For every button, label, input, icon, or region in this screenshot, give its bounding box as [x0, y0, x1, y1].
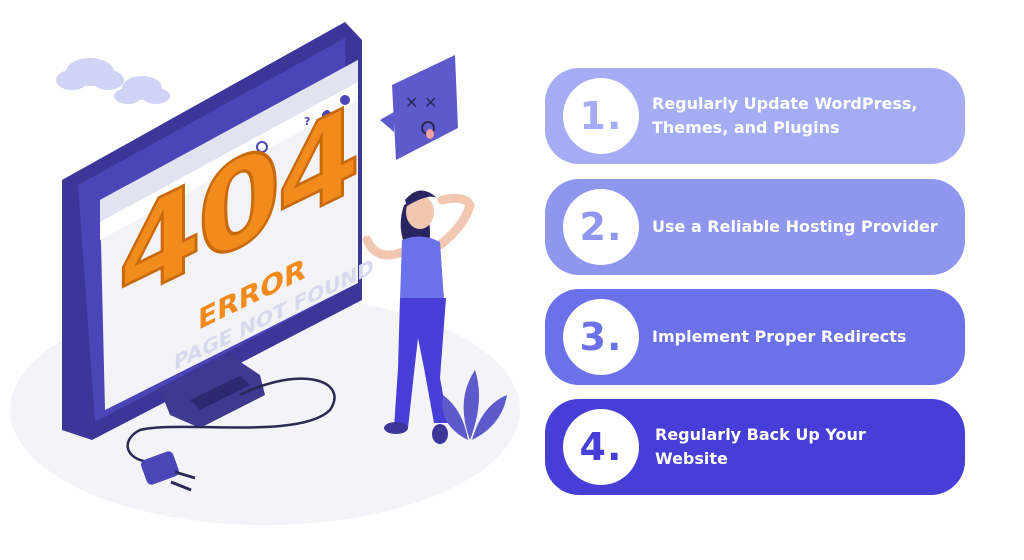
svg-text:✕ ✕: ✕ ✕ — [405, 93, 437, 112]
tip-text: Regularly Update WordPress, Themes, and … — [652, 94, 918, 137]
tip-text: Regularly Back Up Your Website — [655, 425, 866, 468]
tip-number: 1. — [579, 94, 623, 138]
help-icon: ? — [304, 115, 310, 128]
tip-number: 4. — [579, 425, 623, 469]
tip-number: 2. — [579, 205, 623, 249]
user-icon — [340, 95, 350, 105]
tip-card-4: 4. Regularly Back Up Your Website — [545, 399, 965, 495]
plant-icon — [442, 370, 507, 440]
search-icon — [256, 141, 268, 153]
cloud-icon — [56, 58, 124, 90]
tip-number-badge: 4. — [563, 409, 639, 485]
error-404-illustration: ? 404 ERROR PAGE NOT FOUND ✕ ✕ — [10, 22, 520, 525]
power-plug-icon — [140, 451, 196, 492]
tip-number: 3. — [579, 315, 623, 359]
tip-number-badge: 3. — [563, 299, 639, 375]
tip-card-3: 3. Implement Proper Redirects — [545, 289, 965, 385]
power-cable — [126, 377, 336, 464]
tip-number-badge: 1. — [563, 78, 639, 154]
cloud-icon — [114, 76, 170, 104]
woman-figure — [362, 190, 475, 444]
dizzy-face-icon: ✕ ✕ — [380, 55, 458, 160]
svg-text:?: ? — [304, 115, 310, 128]
tip-number-badge: 2. — [563, 189, 639, 265]
monitor — [62, 22, 362, 440]
tip-text: Implement Proper Redirects — [652, 327, 907, 346]
tip-card-1: 1. Regularly Update WordPress, Themes, a… — [545, 68, 965, 164]
tip-card-2: 2. Use a Reliable Hosting Provider — [545, 179, 965, 275]
tip-text: Use a Reliable Hosting Provider — [652, 217, 938, 236]
bell-icon — [322, 110, 332, 119]
